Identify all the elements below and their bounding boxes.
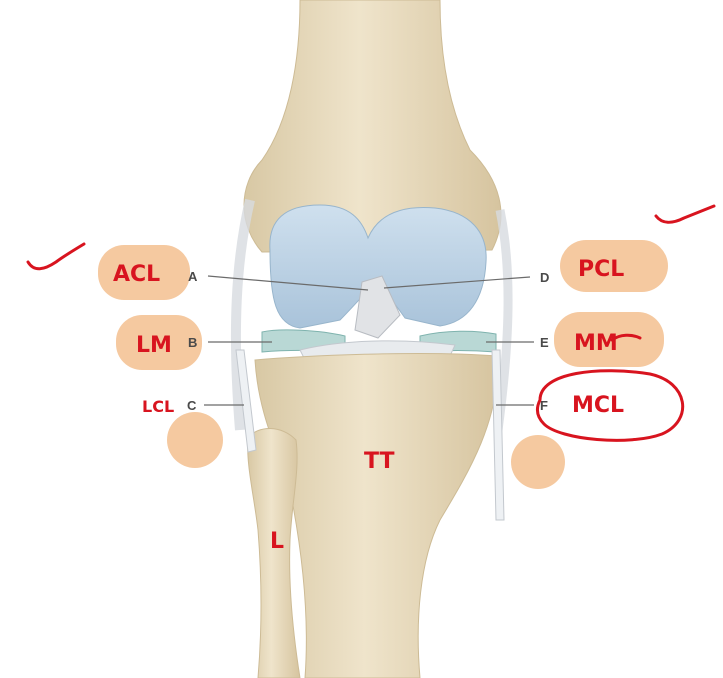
annotation-lcl: LCL — [142, 397, 174, 416]
label-c: C — [187, 398, 197, 413]
annotation-pcl: PCL — [578, 257, 624, 282]
label-e: E — [540, 335, 549, 350]
annotation-tt: TT — [364, 449, 395, 474]
checkmark-right — [656, 206, 714, 222]
annotation-mm: MM — [574, 331, 618, 356]
annotation-l: L — [270, 529, 284, 554]
annotation-mcl: MCL — [572, 393, 624, 418]
highlight-c — [167, 412, 223, 468]
label-b: B — [188, 335, 197, 350]
label-a: A — [188, 269, 198, 284]
highlight-f — [511, 435, 565, 489]
annotation-acl: ACL — [113, 262, 160, 287]
annotation-lm: LM — [136, 333, 172, 358]
label-d: D — [540, 270, 549, 285]
checkmark-left — [28, 244, 84, 269]
femur — [244, 0, 501, 252]
